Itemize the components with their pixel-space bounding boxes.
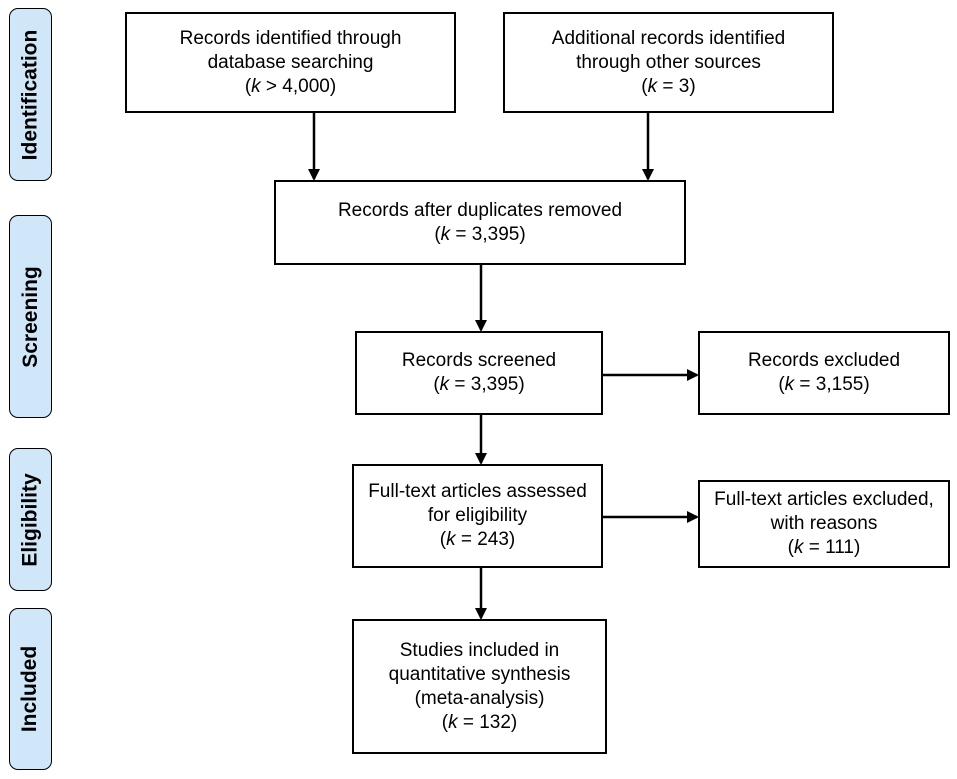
box-duplicates-removed: Records after duplicates removed (k = 3,…: [274, 180, 686, 265]
box-fulltext-excluded-line-1: Full-text articles excluded,: [714, 489, 934, 510]
phase-included: Included: [9, 608, 52, 770]
box-database-line-2: database searching: [207, 51, 374, 73]
box-screened-line-1: Records screened: [401, 350, 557, 371]
box-fulltext-excluded-count: (k = 111): [787, 537, 861, 558]
box-screened-count: (k = 3,395): [433, 374, 525, 395]
phase-screening: Screening: [9, 215, 52, 418]
box-duplicates-line-1: Records after duplicates removed: [337, 199, 623, 221]
box-database-line-1: Records identified through: [179, 27, 402, 49]
phase-eligibility: Eligibility: [9, 448, 52, 591]
box-included-line-1: Studies included in: [399, 639, 560, 661]
phase-identification: Identification: [9, 8, 52, 181]
box-other-sources: Additional records identified through ot…: [503, 12, 834, 113]
box-database-records: Records identified through database sear…: [125, 12, 456, 113]
box-fulltext-excluded-line-2: with reasons: [770, 513, 878, 534]
box-excluded-count: (k = 3,155): [778, 374, 870, 395]
box-fulltext-count: (k = 243): [439, 529, 516, 550]
box-records-screened: Records screened (k = 3,395): [355, 331, 603, 415]
box-fulltext-excluded: Full-text articles excluded, with reason…: [698, 480, 950, 568]
box-studies-included: Studies included in quantitative synthes…: [352, 619, 607, 754]
box-included-count: (k = 132): [441, 711, 518, 733]
box-included-line-2: quantitative synthesis: [388, 663, 571, 685]
box-included-line-3: (meta-analysis): [414, 687, 545, 709]
box-duplicates-count: (k = 3,395): [434, 223, 526, 245]
box-fulltext-line-2: for eligibility: [427, 505, 528, 526]
box-database-count: (k > 4,000): [244, 75, 337, 97]
box-fulltext-line-1: Full-text articles assessed: [368, 481, 587, 502]
box-excluded-line-1: Records excluded: [747, 350, 901, 371]
box-other-line-1: Additional records identified: [551, 27, 786, 49]
box-other-line-2: through other sources: [576, 51, 761, 73]
box-records-excluded: Records excluded (k = 3,155): [698, 331, 950, 415]
box-other-count: (k = 3): [641, 75, 696, 97]
box-fulltext-assessed: Full-text articles assessed for eligibil…: [352, 464, 603, 568]
